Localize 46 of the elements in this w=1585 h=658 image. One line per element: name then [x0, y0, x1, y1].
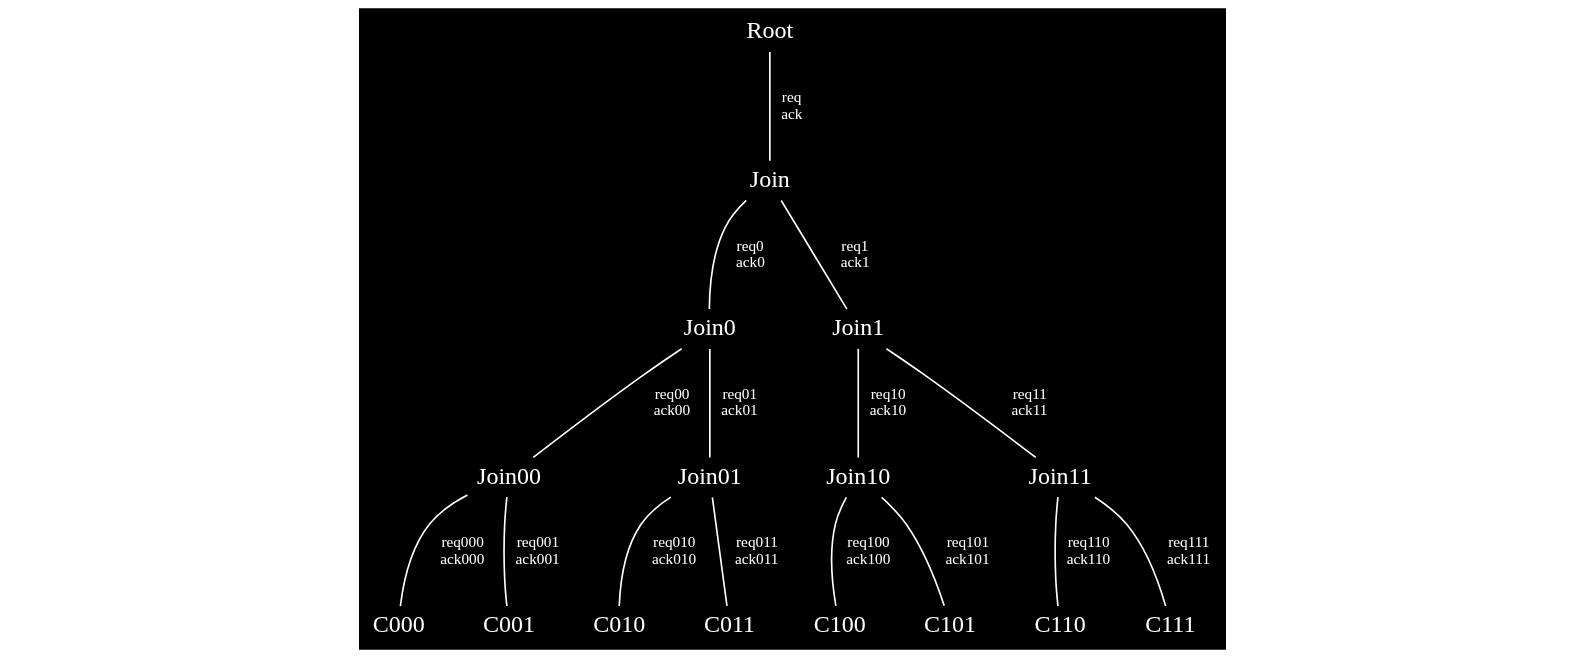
connector: [709, 348, 711, 459]
connector: [780, 199, 848, 310]
connector: [885, 347, 1037, 459]
edge-label: req011 ack011: [734, 533, 779, 567]
connector: [708, 199, 748, 310]
node-text: Join0: [683, 314, 736, 341]
edge-label: req100 ack100: [846, 533, 891, 567]
node-text: Join: [749, 165, 790, 192]
node-text: C001: [483, 610, 536, 637]
node-text: C010: [593, 610, 646, 637]
edge-label: req010 ack010: [652, 533, 697, 567]
edge-label: req ack: [781, 88, 803, 122]
node-text: C101: [923, 610, 976, 637]
edge-label: req00 ack00: [653, 385, 691, 419]
connector: [532, 347, 683, 459]
connector: [1054, 496, 1059, 607]
node-text: Join11: [1028, 462, 1092, 489]
node-text: C100: [813, 610, 866, 637]
connector: [880, 496, 946, 607]
edge-label: req001 ack001: [515, 533, 560, 567]
edge-label: req111 ack111: [1167, 533, 1211, 567]
edge-label: req1 ack1: [840, 236, 870, 271]
node-text: Join1: [832, 314, 885, 341]
edge-label: req10 ack10: [869, 385, 907, 419]
node-text: C011: [703, 610, 756, 637]
edge-label: req01 ack01: [721, 385, 758, 419]
node-text: Join00: [477, 462, 542, 489]
connector: [769, 51, 771, 162]
connector: [399, 494, 469, 607]
connector: [857, 348, 860, 459]
edge-label: req000 ack000: [440, 533, 485, 567]
node-text: Root: [746, 17, 794, 44]
connector: [618, 496, 672, 607]
edge-label: req11 ack11: [1011, 385, 1048, 419]
node-text: C111: [1145, 610, 1196, 637]
edge-label: req101 ack101: [945, 533, 990, 567]
node-text: Join01: [677, 462, 742, 489]
node-text: Join10: [826, 462, 891, 489]
node-text: C110: [1034, 610, 1086, 637]
connector: [503, 496, 508, 607]
connector: [1094, 496, 1167, 607]
node-text: C000: [372, 610, 425, 637]
edge-label: req110 ack110: [1066, 533, 1111, 567]
connector: [830, 496, 848, 607]
edge-label: req0 ack0: [736, 236, 765, 271]
connector: [711, 496, 728, 607]
